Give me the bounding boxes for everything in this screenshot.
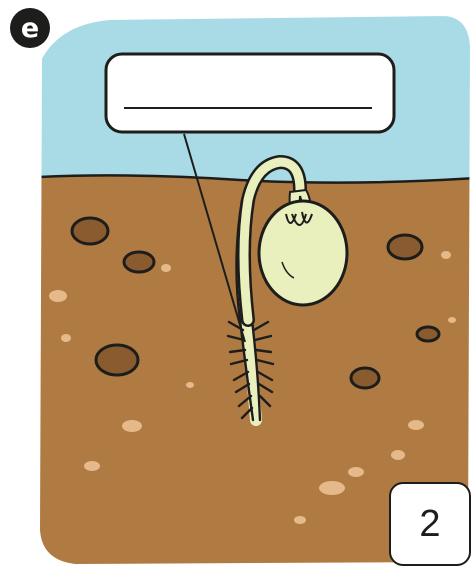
pebble-icon (388, 235, 422, 259)
pebble-icon (124, 252, 154, 272)
page-number-box: 2 (389, 482, 471, 566)
pebble-icon (351, 368, 379, 388)
seed-icon (259, 201, 347, 305)
step-letter-badge: e (10, 8, 50, 48)
page-number: 2 (419, 503, 440, 546)
pebble-icon (96, 345, 138, 375)
pebble-icon (72, 218, 108, 244)
pebble-icon (417, 327, 439, 341)
step-letter: e (21, 15, 39, 42)
label-box[interactable] (106, 54, 394, 132)
